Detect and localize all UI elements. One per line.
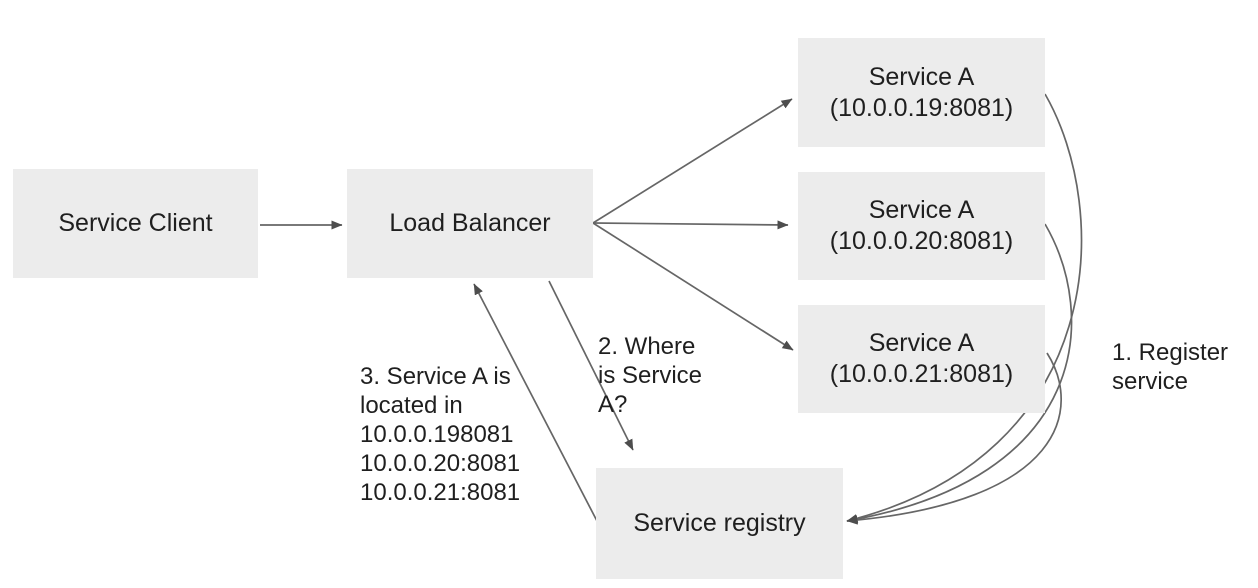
node-service-a-3-address: (10.0.0.21:8081) [829,360,1014,388]
arrow-loadbalancer-to-service-a-2 [592,220,789,230]
node-load-balancer: Load Balancer [347,169,593,278]
node-service-a-2-label: Service A [868,196,975,224]
node-service-a-3: Service A (10.0.0.21:8081) [798,305,1045,413]
arrow-loadbalancer-to-service-a-3 [592,222,794,351]
node-service-registry-label: Service registry [633,509,806,537]
arrow-register-service-a-3 [846,352,1063,525]
node-service-a-1-label: Service A [868,62,975,91]
arrow-where-is-service-a [548,280,634,451]
annotation-step3-service-a-located: 3. Service A is located in 10.0.0.198081… [360,363,521,506]
annotation-step1-register-service: 1. Register service [1112,339,1229,395]
node-service-a-2: Service A (10.0.0.20:8081) [798,172,1045,280]
arrow-loadbalancer-to-service-a-1 [592,98,793,224]
node-load-balancer-label: Load Balancer [389,209,551,237]
arrow-register-service-a-1 [846,93,1083,523]
node-service-registry: Service registry [596,468,843,579]
node-service-a-1: Service A (10.0.0.19:8081) [798,38,1045,147]
arrow-registry-to-loadbalancer [473,283,598,522]
node-service-client: Service Client [13,169,258,278]
node-service-a-1-address: (10.0.0.19:8081) [829,93,1014,122]
node-service-a-3-label: Service A [868,329,975,357]
node-service-a-2-address: (10.0.0.20:8081) [829,227,1014,255]
annotation-step2-where-is-service-a: 2. Where is Service A? [598,333,703,418]
arrow-register-service-a-2 [846,223,1073,524]
node-service-client-label: Service Client [58,209,213,237]
